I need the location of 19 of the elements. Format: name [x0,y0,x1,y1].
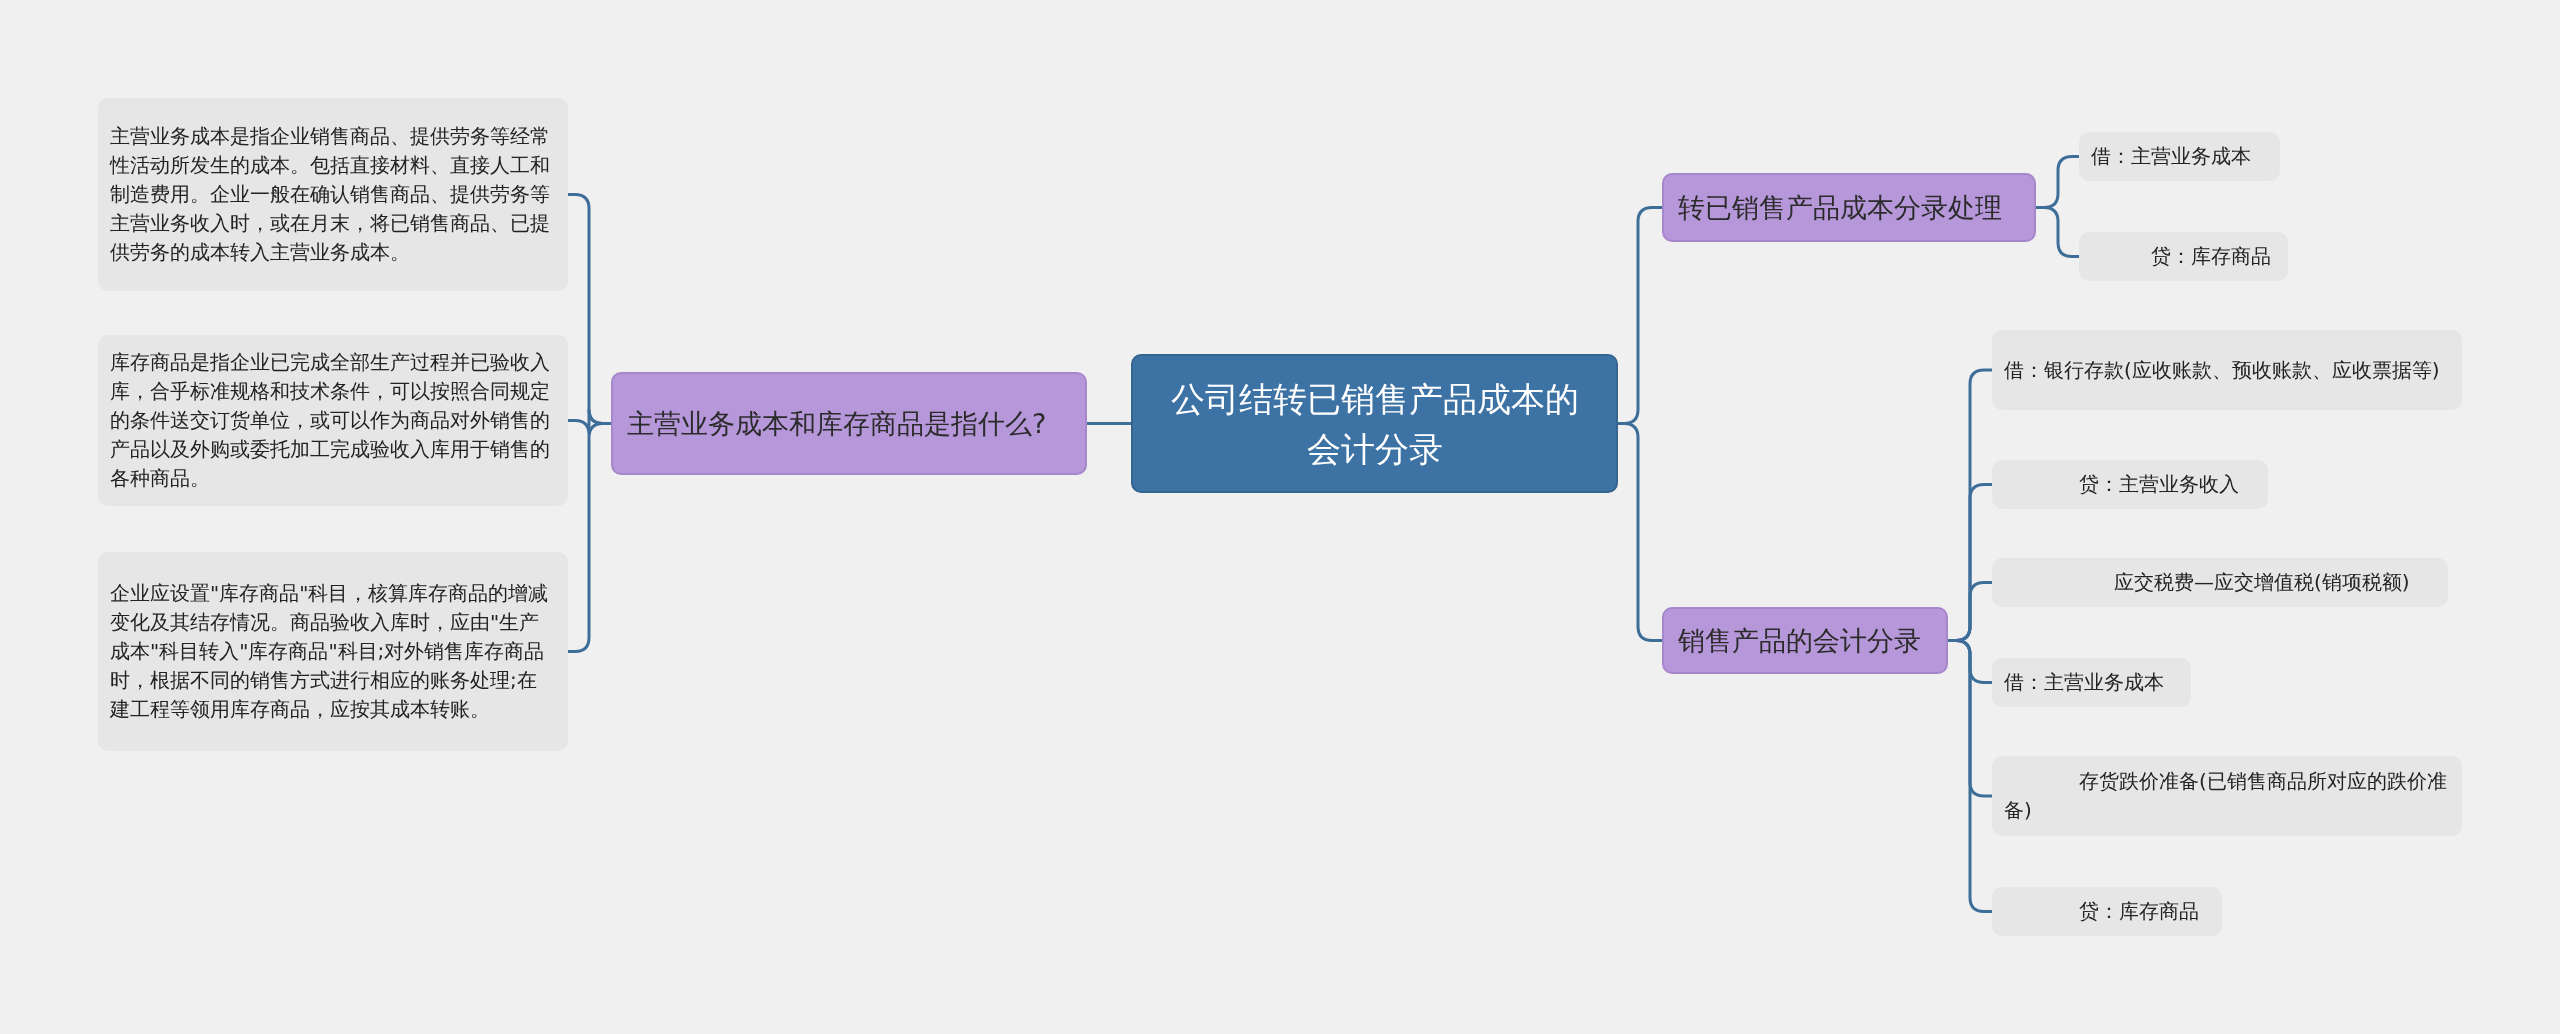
note-box: 贷：主营业务收入 [1992,460,2268,509]
connector-line [1948,639,1992,913]
note-box: 应交税费—应交增值税(销项税额) [1992,558,2448,607]
note-box: 贷：库存商品 [1992,887,2222,936]
topic-box: 主营业务成本和库存商品是指什么? [611,372,1087,475]
note-box: 借：主营业务成本 [1992,658,2191,707]
note-box: 企业应设置"库存商品"科目，核算库存商品的增减变化及其结存情况。商品验收入库时，应由"生产成本"科目转入"库存商品"科目;对外销售库存商品时，根据不同的销售方式进行相应的账务处理;在建工程等领用库存商品，应按其成本转账。 [98,552,568,751]
note-box: 借：银行存款(应收账款、预收账款、应收票据等) [1992,330,2462,410]
connector-line [1087,422,1131,425]
central-topic-box: 公司结转已销售产品成本的会计分录 [1131,354,1618,493]
topic-box: 销售产品的会计分录 [1662,607,1948,674]
connector-line [1618,422,1662,642]
topic-box: 转已销售产品成本分录处理 [1662,173,2036,242]
note-box: 主营业务成本是指企业销售商品、提供劳务等经常性活动所发生的成本。包括直接材料、直接人工和制造费用。企业一般在确认销售商品、提供劳务等主营业务收入时，或在月末，将已销售商品、已提供劳务的成本转入主营业务成本。 [98,98,568,291]
note-box: 贷：库存商品 [2079,232,2288,281]
connector-line [568,422,611,653]
note-box: 借：主营业务成本 [2079,132,2280,181]
note-box: 存货跌价准备(已销售商品所对应的跌价准备) [1992,756,2462,836]
note-box: 库存商品是指企业已完成全部生产过程并已验收入库，合乎标准规格和技术条件，可以按照合同规定的条件送交订货单位，或可以作为商品对外销售的产品以及外购或委托加工完成验收入库用于销售的各种商品。 [98,335,568,506]
